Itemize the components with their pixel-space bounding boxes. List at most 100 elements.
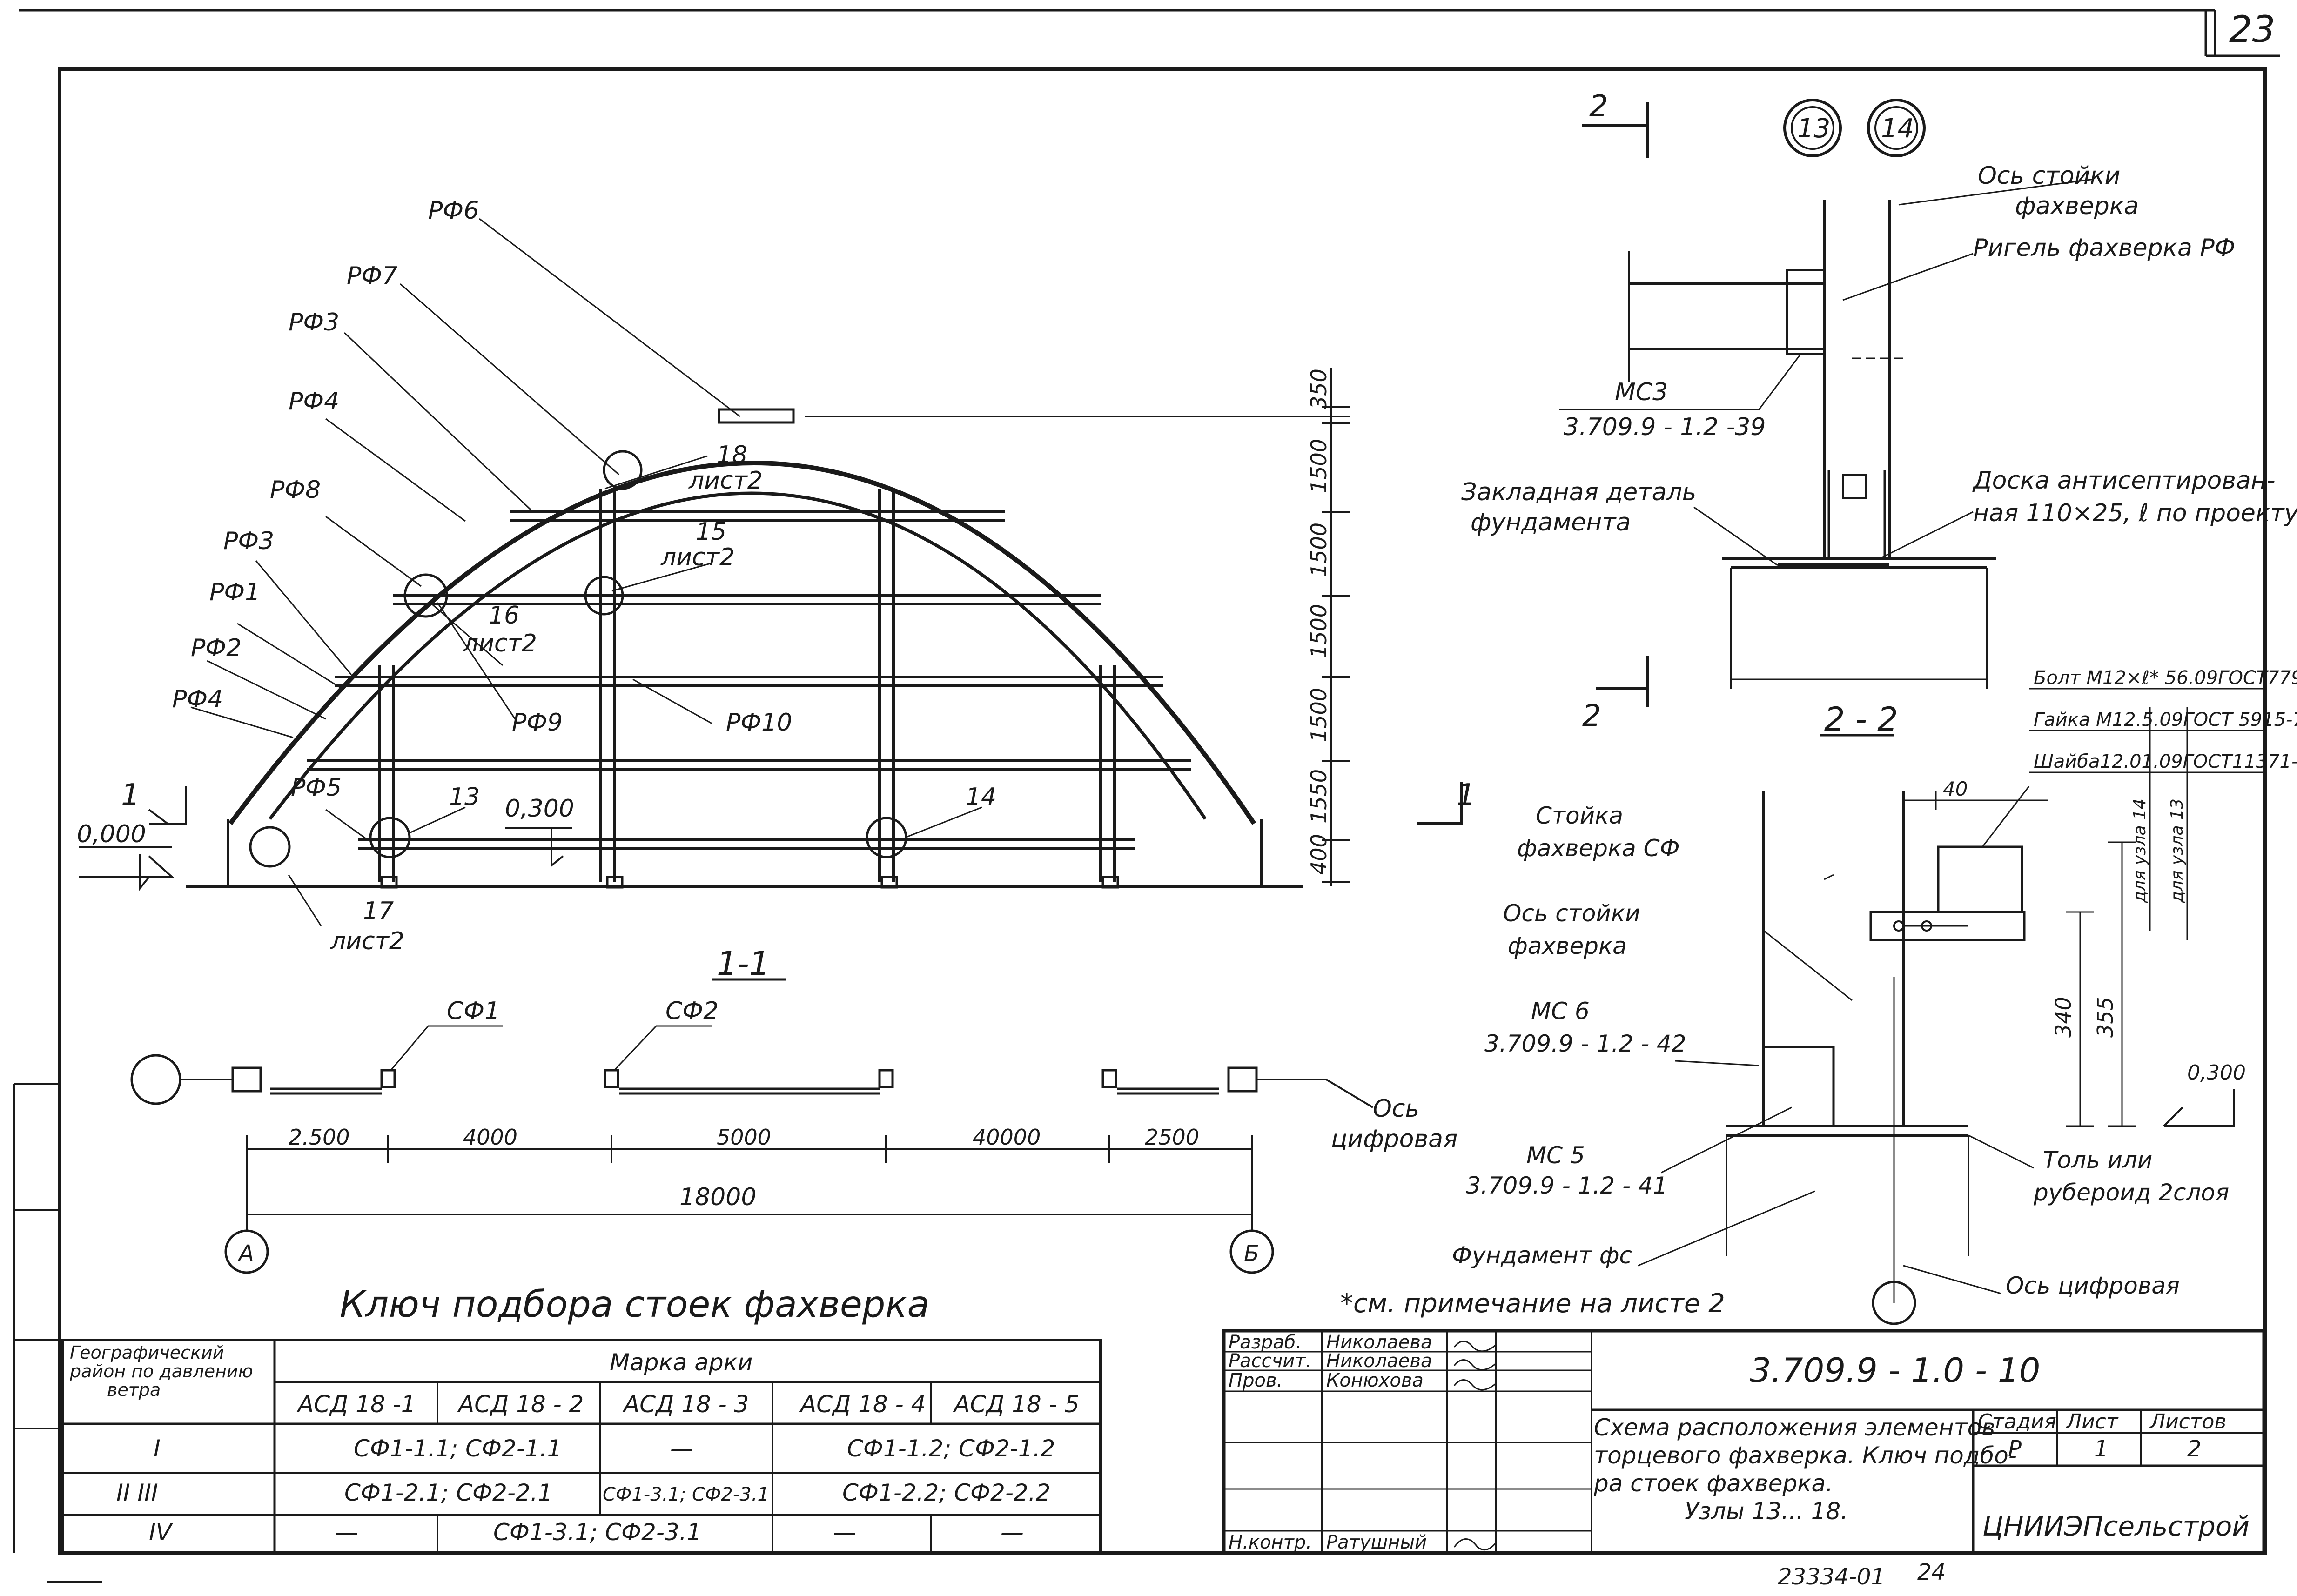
key-table	[61, 1339, 1102, 1555]
s22-for13: для узла 13	[2168, 798, 2187, 903]
s22-ms5-code: 3.709.9 - 1.2 - 41	[1466, 1172, 1668, 1199]
detail-board-2: ная 110×25, ℓ по проекту	[1973, 499, 2297, 527]
node-circle-14: 14	[1881, 114, 1914, 144]
tb-desc-2: торцевого фахверка. Ключ подбо-	[1594, 1442, 2017, 1469]
key-arch-2: АСД 18 - 2	[457, 1391, 584, 1418]
plan-labels: СФ1 СФ2 2.500 4000 5000 40000 2500 18000…	[237, 997, 1457, 1267]
detail-embed-1: Закладная деталь	[1461, 478, 1696, 506]
level-zero: 0,000	[77, 820, 146, 848]
tb-role-3: Пров.	[1229, 1370, 1283, 1391]
plan-sf2: СФ2	[665, 997, 719, 1025]
section-mark-2-bottom: 2	[1582, 699, 1601, 733]
key-arch-3: АСД 18 - 3	[622, 1391, 749, 1418]
s22-found: Фундамент фс	[1452, 1242, 1632, 1269]
tb-role-7: Н.контр.	[1229, 1532, 1312, 1553]
key-row3-c23: СФ1-3.1; СФ2-3.1	[493, 1519, 701, 1546]
section-11-title: 1-1	[717, 945, 770, 983]
s22-ms6-code: 3.709.9 - 1.2 - 42	[1484, 1030, 1686, 1057]
node-18-sheet: лист2	[688, 467, 763, 495]
sheet-frame	[13, 9, 2280, 1583]
tb-sheet-header: Лист	[2065, 1410, 2119, 1434]
node-14: 14	[966, 783, 996, 811]
s22-axis-2: фахверка	[1508, 932, 1627, 959]
bottom-code: 23334-01	[1778, 1564, 1885, 1590]
key-table-title: Ключ подбора стоек фахверка	[340, 1284, 929, 1326]
s22-axis-1: Ось стойки	[1503, 900, 1640, 927]
label-rf3-top: РФ3	[289, 308, 339, 336]
key-col0-header: Географический район по давлению ветра	[69, 1342, 259, 1400]
height-1550: 1550	[1306, 769, 1331, 824]
detail-axis-1: Ось стойки	[1978, 162, 2120, 190]
title-block	[1222, 1329, 2266, 1555]
label-rf2: РФ2	[191, 634, 242, 662]
detail-ms3: МС3	[1615, 378, 1668, 406]
node-15: 15	[696, 518, 726, 546]
label-rf9: РФ9	[512, 709, 563, 737]
label-rf10: РФ10	[726, 709, 792, 737]
tb-name-7: Ратушный	[1326, 1532, 1427, 1553]
signature	[1453, 1341, 1497, 1551]
key-row2-c3: СФ1-3.1; СФ2-3.1	[603, 1484, 769, 1505]
s22-dim40: 40	[1943, 778, 1968, 800]
tb-stage-header: Стадия	[1978, 1410, 2056, 1434]
key-arch-4: АСД 18 - 4	[799, 1391, 926, 1418]
tb-stage: Р	[2008, 1436, 2022, 1462]
label-rf3: РФ3	[223, 527, 274, 555]
node-detail-labels: 13 14 2 Ось стойки фахверка Ригель фахве…	[1461, 89, 2297, 536]
key-marka-header: Марка арки	[610, 1349, 752, 1376]
label-rf4-top: РФ4	[289, 388, 339, 416]
page-number: 23	[2229, 9, 2275, 51]
detail-axis-2: фахверка	[2015, 192, 2139, 220]
tb-desc: Схема расположения элементов торцевого ф…	[1593, 1414, 2024, 1525]
title-block-text: Разраб. Рассчит. Пров. Н.контр. Николаев…	[1229, 1332, 2250, 1553]
s22-lvl: 0,300	[2187, 1061, 2246, 1085]
label-rf6: РФ6	[428, 197, 479, 225]
node-circle-13: 13	[1797, 114, 1830, 144]
key-row1-c12: СФ1-1.1; СФ2-1.1	[354, 1435, 562, 1462]
s22-axis-dig: Ось цифровая	[2006, 1272, 2180, 1299]
s22-tol-1: Толь или	[2043, 1147, 2152, 1174]
node-16-sheet: лист2	[463, 630, 537, 657]
axis-label-1: Ось	[1373, 1095, 1419, 1123]
tb-name-3: Конюхова	[1326, 1370, 1424, 1391]
plan-total: 18000	[679, 1183, 756, 1211]
s22-tol-2: рубероид 2слоя	[2033, 1179, 2229, 1206]
height-1500-a: 1500	[1306, 439, 1331, 493]
detail-rigel: Ригель фахверка РФ	[1973, 234, 2236, 262]
label-rf7: РФ7	[347, 262, 397, 290]
node-16: 16	[489, 602, 519, 630]
section-22-labels: 2 Болт М12×ℓ* 56.09ГОСТ7798-70* Гайка М1…	[1452, 667, 2297, 1299]
axis-a: А	[237, 1241, 254, 1267]
tb-role-1: Разраб.	[1229, 1332, 1302, 1353]
node-15-sheet: лист2	[660, 543, 735, 571]
tb-desc-4: Узлы 13... 18.	[1685, 1498, 1848, 1525]
tb-sheets: 2	[2187, 1436, 2202, 1462]
key-arch-1: АСД 18 -1	[296, 1391, 416, 1418]
key-row1-region: I	[154, 1435, 161, 1462]
s22-nut: Гайка М12.5.09ГОСТ 5915-70*	[2034, 709, 2297, 731]
s22-for14: для узла 14	[2130, 798, 2149, 903]
plan-dim-2: 4000	[463, 1125, 517, 1150]
detail-embed-2: фундамента	[1471, 509, 1631, 536]
node-17: 17	[363, 897, 394, 925]
key-row3-c1: —	[335, 1519, 358, 1546]
node-17-sheet: лист2	[330, 927, 404, 955]
tb-desc-1: Схема расположения элементов	[1594, 1414, 1995, 1441]
section-22-title: 2 - 2	[1824, 700, 1898, 738]
tb-sheet: 1	[2094, 1436, 2109, 1462]
key-arch-5: АСД 18 - 5	[953, 1391, 1079, 1418]
plan-dim-3: 5000	[717, 1125, 771, 1150]
label-rf5: РФ5	[291, 774, 342, 802]
tb-sheets-header: Листов	[2149, 1410, 2226, 1434]
key-row1-c45: СФ1-1.2; СФ2-1.2	[847, 1435, 1055, 1462]
height-1500-b: 1500	[1306, 523, 1331, 577]
plan-dim-5: 2500	[1145, 1125, 1199, 1150]
node-detail	[1559, 99, 2095, 689]
section-mark-2-top: 2	[1589, 89, 1608, 124]
key-row2-c12: СФ1-2.1; СФ2-2.1	[344, 1479, 552, 1506]
section-mark-left: 1	[121, 778, 140, 812]
height-1500-d: 1500	[1306, 688, 1331, 742]
tb-desc-3: ра стоек фахверка.	[1593, 1470, 1833, 1497]
axis-b: Б	[1244, 1241, 1259, 1267]
